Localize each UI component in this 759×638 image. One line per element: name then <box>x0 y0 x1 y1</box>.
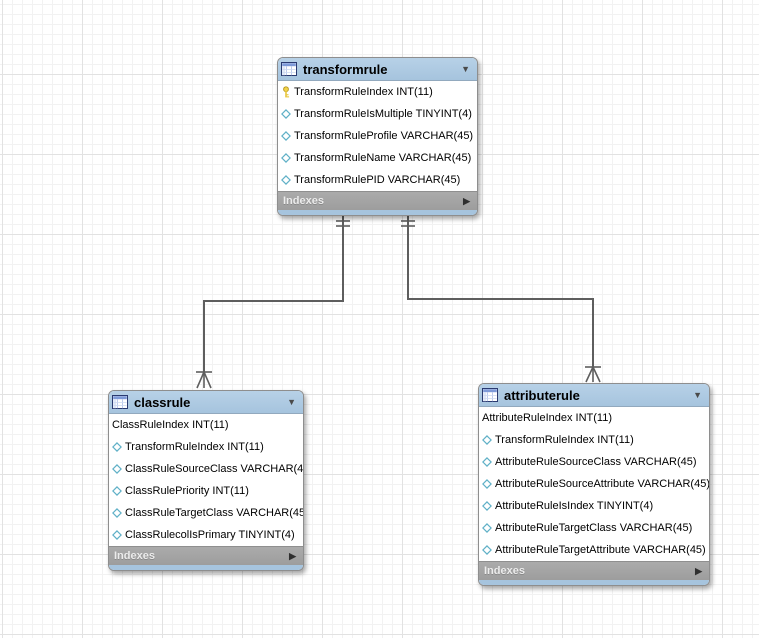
column-row[interactable]: TransformRuleProfile VARCHAR(45) <box>278 125 477 147</box>
table-transformrule-header[interactable]: transformrule ▼ <box>278 58 477 81</box>
column-diamond-icon <box>482 435 492 445</box>
column-text: ClassRuleSourceClass VARCHAR(45) <box>125 463 304 475</box>
column-row[interactable]: ClassRuleIndex INT(11) <box>109 414 303 436</box>
table-bottom-strip <box>479 580 709 585</box>
column-row[interactable]: AttributeRuleIsIndex TINYINT(4) <box>479 495 709 517</box>
column-row[interactable]: TransformRuleName VARCHAR(45) <box>278 147 477 169</box>
column-diamond-icon <box>112 486 122 496</box>
column-row[interactable]: AttributeRuleSourceAttribute VARCHAR(45) <box>479 473 709 495</box>
column-diamond-icon <box>281 109 291 119</box>
expand-arrow-icon[interactable]: ▶ <box>463 195 470 206</box>
expand-arrow-icon[interactable]: ▶ <box>695 565 702 576</box>
column-text: TransformRuleName VARCHAR(45) <box>294 152 472 164</box>
column-row[interactable]: AttributeRuleSourceClass VARCHAR(45) <box>479 451 709 473</box>
column-text: ClassRuleIndex INT(11) <box>112 419 229 431</box>
table-bottom-strip <box>278 210 477 215</box>
indexes-bar[interactable]: Indexes ▶ <box>109 546 303 565</box>
primary-key-icon <box>283 86 290 98</box>
column-row[interactable]: TransformRuleIndex INT(11) <box>479 429 709 451</box>
column-diamond-icon <box>482 457 492 467</box>
column-text: AttributeRuleIndex INT(11) <box>482 412 613 424</box>
table-transformrule[interactable]: transformrule ▼ TransformRuleIndex INT(1… <box>277 57 478 216</box>
column-text: TransformRuleIndex INT(11) <box>294 86 433 98</box>
table-title: transformrule <box>303 61 388 77</box>
column-text: AttributeRuleIsIndex TINYINT(4) <box>495 500 654 512</box>
indexes-bar[interactable]: Indexes ▶ <box>278 191 477 210</box>
table-bottom-strip <box>109 565 303 570</box>
column-diamond-icon <box>281 175 291 185</box>
column-text: AttributeRuleSourceClass VARCHAR(45) <box>495 456 697 468</box>
indexes-label: Indexes <box>114 550 155 562</box>
column-text: TransformRuleIndex INT(11) <box>125 441 264 453</box>
column-row[interactable]: AttributeRuleIndex INT(11) <box>479 407 709 429</box>
column-row[interactable]: TransformRuleIndex INT(11) <box>109 436 303 458</box>
column-text: AttributeRuleTargetAttribute VARCHAR(45) <box>495 544 706 556</box>
column-row[interactable]: TransformRulePID VARCHAR(45) <box>278 169 477 191</box>
column-text: AttributeRuleSourceAttribute VARCHAR(45) <box>495 478 710 490</box>
column-diamond-icon <box>482 479 492 489</box>
expand-arrow-icon[interactable]: ▶ <box>289 550 296 561</box>
collapse-arrow-icon[interactable]: ▼ <box>287 396 296 407</box>
column-text: ClassRuleTargetClass VARCHAR(45) <box>125 507 304 519</box>
column-diamond-icon <box>482 523 492 533</box>
relationship-transformrule-attributerule[interactable] <box>401 205 601 383</box>
column-diamond-icon <box>281 131 291 141</box>
column-text: TransformRuleIndex INT(11) <box>495 434 634 446</box>
table-icon <box>281 62 297 76</box>
column-text: AttributeRuleTargetClass VARCHAR(45) <box>495 522 693 534</box>
column-diamond-icon <box>112 508 122 518</box>
column-diamond-icon <box>112 530 122 540</box>
column-text: TransformRuleIsMultiple TINYINT(4) <box>294 108 472 120</box>
table-title: classrule <box>134 394 191 410</box>
indexes-label: Indexes <box>484 565 525 577</box>
crow-foot-many-mark <box>196 371 212 389</box>
table-icon <box>482 388 498 402</box>
column-diamond-icon <box>482 501 492 511</box>
table-icon <box>112 395 128 409</box>
column-diamond-icon <box>281 153 291 163</box>
column-text: TransformRuleProfile VARCHAR(45) <box>294 130 474 142</box>
table-title: attributerule <box>504 387 580 403</box>
column-diamond-icon <box>112 442 122 452</box>
column-row[interactable]: ClassRulecolIsPrimary TINYINT(4) <box>109 524 303 546</box>
collapse-arrow-icon[interactable]: ▼ <box>461 63 470 74</box>
collapse-arrow-icon[interactable]: ▼ <box>693 389 702 400</box>
column-row[interactable]: ClassRulePriority INT(11) <box>109 480 303 502</box>
column-row[interactable]: TransformRuleIndex INT(11) <box>278 81 477 103</box>
table-classrule[interactable]: classrule ▼ ClassRuleIndex INT(11) Trans… <box>108 390 304 571</box>
column-row[interactable]: ClassRuleTargetClass VARCHAR(45) <box>109 502 303 524</box>
indexes-label: Indexes <box>283 195 324 207</box>
column-diamond-icon <box>482 545 492 555</box>
column-row[interactable]: TransformRuleIsMultiple TINYINT(4) <box>278 103 477 125</box>
column-row[interactable]: AttributeRuleTargetAttribute VARCHAR(45) <box>479 539 709 561</box>
table-attributerule[interactable]: attributerule ▼ AttributeRuleIndex INT(1… <box>478 383 710 586</box>
indexes-bar[interactable]: Indexes ▶ <box>479 561 709 580</box>
table-classrule-header[interactable]: classrule ▼ <box>109 391 303 414</box>
table-attributerule-header[interactable]: attributerule ▼ <box>479 384 709 407</box>
column-text: TransformRulePID VARCHAR(45) <box>294 174 461 186</box>
column-row[interactable]: ClassRuleSourceClass VARCHAR(45) <box>109 458 303 480</box>
relationship-transformrule-classrule[interactable] <box>196 205 350 389</box>
column-diamond-icon <box>112 464 122 474</box>
column-text: ClassRulePriority INT(11) <box>125 485 249 497</box>
crow-foot-many-mark <box>585 366 601 383</box>
column-text: ClassRulecolIsPrimary TINYINT(4) <box>125 529 295 541</box>
column-row[interactable]: AttributeRuleTargetClass VARCHAR(45) <box>479 517 709 539</box>
